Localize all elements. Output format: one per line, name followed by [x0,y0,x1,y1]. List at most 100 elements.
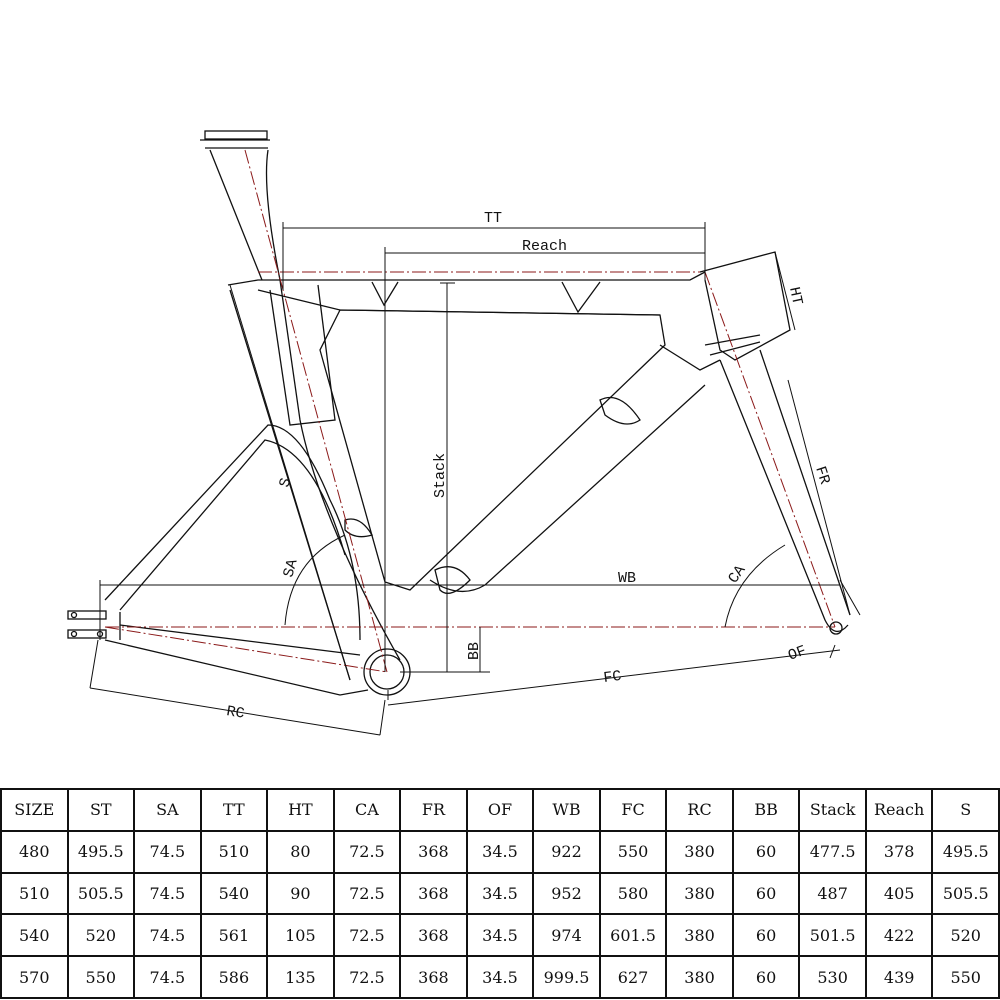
table-cell: 487 [798,871,867,916]
header-cell: RC [665,788,734,832]
table-cell: 495.5 [931,829,1000,874]
table-cell: 540 [199,871,269,916]
rear-dropout [67,610,107,639]
header-cell: SA [133,788,202,832]
label-s: S [276,476,295,489]
header-cell: Stack [798,788,867,832]
table-cell: 510 [0,871,69,916]
table-cell: 495.5 [66,829,136,874]
label-sa: SA [280,557,301,579]
label-fc: FC [603,668,623,687]
fork [719,349,851,632]
table-cell: 550 [931,955,1000,999]
top-tube [227,271,706,316]
label-stack: Stack [432,453,449,498]
header-cell: FR [399,788,468,832]
label-ht: HT [785,286,805,307]
table-cell: 72.5 [332,955,402,999]
seat-stays [104,424,361,641]
table-cell: 580 [598,871,668,916]
table-cell: 380 [665,829,734,874]
table-cell: 60 [731,829,801,874]
header-cell: WB [532,788,601,832]
seat-tube [229,279,401,681]
table-cell: 74.5 [133,955,202,999]
table-cell: 405 [864,871,934,916]
header-cell: TT [199,788,269,832]
header-cell: CA [332,788,402,832]
table-cell: 34.5 [465,955,535,999]
table-cell: 477.5 [798,829,867,874]
table-cell: 135 [266,955,335,999]
header-cell: FC [598,788,668,832]
header-cell: BB [731,788,801,832]
dimension-lines [89,222,861,736]
table-cell: 34.5 [465,829,535,874]
table-cell: 60 [731,871,801,916]
table-cell: 72.5 [332,829,402,874]
label-ca: CA [725,562,749,587]
header-cell: HT [266,788,335,832]
table-cell: 952 [532,871,601,916]
table-cell: 480 [0,829,69,874]
frame-geometry-drawing: TT Reach HT Stack S SA FR CA WB OF BB FC… [67,130,861,736]
label-wb: WB [618,570,636,587]
table-cell: 74.5 [133,913,202,958]
table-cell: 510 [199,829,269,874]
table-cell: 90 [266,871,335,916]
table-cell: 540 [0,913,69,958]
table-cell: 368 [399,913,468,958]
header-cell: S [931,788,1000,832]
table-cell: 520 [66,913,136,958]
header-cell: ST [66,788,136,832]
table-cell: 380 [665,913,734,958]
table-cell: 439 [864,955,934,999]
table-cell: 105 [266,913,335,958]
table-cell: 60 [731,955,801,999]
table-cell: 72.5 [332,871,402,916]
label-of: OF [786,643,809,665]
table-cell: 586 [199,955,269,999]
table-cell: 501.5 [798,913,867,958]
label-rc: RC [225,703,245,723]
table-cell: 561 [199,913,269,958]
front-dropout [829,621,843,635]
table-cell: 922 [532,829,601,874]
table-cell: 422 [864,913,934,958]
table-cell: 34.5 [465,871,535,916]
table-cell: 72.5 [332,913,402,958]
table-cell: 999.5 [532,955,601,999]
down-tube [319,309,721,592]
table-cell: 74.5 [133,829,202,874]
table-cell: 368 [399,955,468,999]
table-cell: 570 [0,955,69,999]
table-cell: 974 [532,913,601,958]
table-cell: 520 [931,913,1000,958]
header-cell: Reach [864,788,934,832]
table-cell: 627 [598,955,668,999]
seatpost [200,130,281,281]
table-cell: 368 [399,871,468,916]
table-cell: 550 [66,955,136,999]
chain-stays [104,612,369,696]
label-reach: Reach [522,238,567,255]
table-cell: 380 [665,871,734,916]
head-tube [699,251,791,361]
header-cell: OF [465,788,535,832]
table-cell: 550 [598,829,668,874]
table-cell: 378 [864,829,934,874]
table-cell: 368 [399,829,468,874]
table-cell: 74.5 [133,871,202,916]
header-cell: SIZE [0,788,69,832]
label-bb: BB [466,642,483,660]
table-cell: 601.5 [598,913,668,958]
label-fr: FR [811,464,833,486]
table-cell: 505.5 [66,871,136,916]
table-cell: 80 [266,829,335,874]
